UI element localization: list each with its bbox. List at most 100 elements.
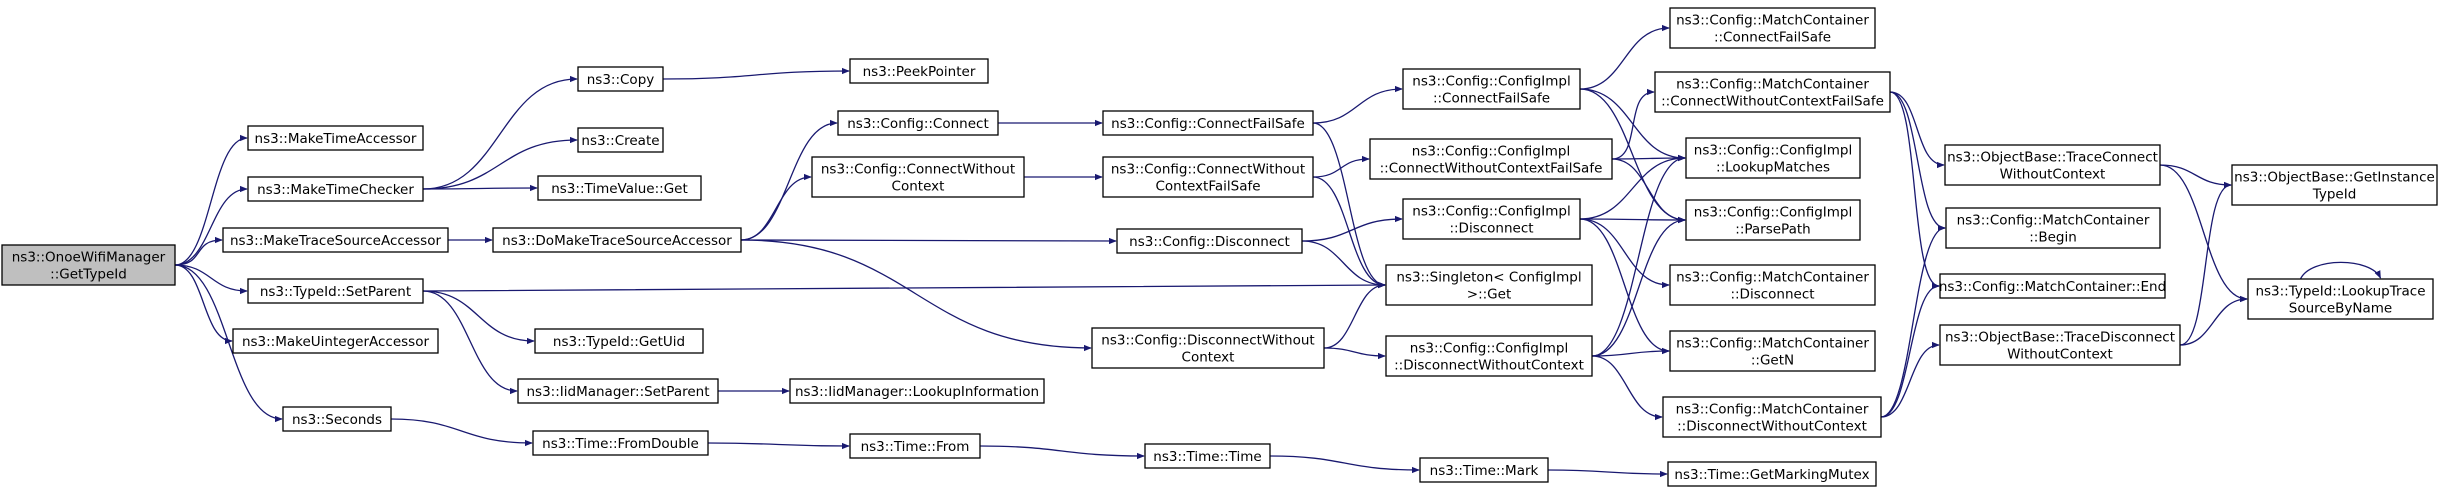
node-box	[534, 328, 704, 354]
call-edge	[1591, 216, 1686, 357]
function-node[interactable]: ns3::ObjectBase::TraceDisconnectWithoutC…	[1939, 324, 2181, 366]
call-edge	[2179, 181, 2232, 346]
function-node[interactable]: ns3::DoMakeTraceSourceAccessor	[492, 227, 742, 253]
function-node[interactable]: ns3::Seconds	[282, 406, 392, 432]
node-box	[811, 156, 1025, 198]
node-label: ns3::Config::MatchContainer	[1676, 336, 1869, 352]
call-edge	[2179, 295, 2248, 346]
function-node[interactable]: ns3::Config::MatchContainer::Disconnect	[1669, 264, 1876, 306]
node-label: ns3::TypeId::SetParent	[260, 284, 411, 300]
call-edge	[1269, 455, 1420, 474]
function-node[interactable]: ns3::Config::ConfigImpl::ParsePath	[1685, 199, 1861, 241]
call-edge	[1547, 469, 1668, 478]
node-label: ns3::OnoeWifiManager	[12, 250, 166, 266]
node-box	[1944, 144, 2161, 186]
node-box	[1685, 137, 1861, 179]
function-node[interactable]: ns3::Copy	[577, 66, 664, 92]
function-node[interactable]: ns3::Config::MatchContainer::End	[1939, 273, 2166, 299]
function-node[interactable]: ns3::Time::GetMarkingMutex	[1667, 461, 1877, 487]
function-node[interactable]: ns3::Config::ConfigImpl::LookupMatches	[1685, 137, 1861, 179]
function-node[interactable]: ns3::Time::From	[849, 433, 981, 459]
node-label: ns3::Config::DisconnectWithout	[1101, 333, 1314, 349]
node-label: ns3::Config::ConfigImpl	[1412, 204, 1570, 220]
node-label: ns3::Config::ConfigImpl	[1410, 341, 1568, 357]
node-box	[232, 328, 439, 354]
node-label: ns3::Config::ConnectWithout	[1111, 162, 1305, 178]
function-node[interactable]: ns3::Config::MatchContainer::GetN	[1669, 330, 1876, 372]
node-box	[1939, 273, 2166, 299]
function-node[interactable]: ns3::Time::Mark	[1419, 457, 1549, 483]
function-node[interactable]: ns3::Config::ConfigImpl::ConnectFailSafe	[1402, 68, 1581, 110]
node-label: ::DisconnectWithoutContext	[1677, 419, 1867, 435]
node-box	[1, 244, 176, 286]
call-edge	[1579, 216, 1686, 224]
node-box	[1662, 396, 1882, 438]
function-node[interactable]: ns3::Config::ConfigImpl::DisconnectWitho…	[1385, 335, 1593, 377]
call-edge	[1889, 91, 1940, 290]
node-label: ns3::Config::ConfigImpl	[1412, 144, 1570, 160]
node-label: ns3::PeekPointer	[863, 64, 976, 80]
function-node[interactable]: ns3::TimeValue::Get	[537, 175, 702, 201]
call-edge	[174, 134, 248, 266]
node-label: ns3::Copy	[587, 72, 655, 88]
function-node[interactable]: ns3::Config::Connect	[837, 110, 999, 136]
call-edge	[1591, 154, 1686, 357]
function-node[interactable]: ns3::MakeTraceSourceAccessor	[222, 227, 449, 253]
function-node[interactable]: ns3::MakeTimeAccessor	[247, 125, 424, 151]
node-label: ns3::IidManager::LookupInformation	[795, 384, 1039, 400]
function-node[interactable]: ns3::Singleton< ConfigImpl >::Get	[1385, 264, 1593, 306]
node-box	[1385, 264, 1593, 306]
node-label: ns3::Config::MatchContainer::End	[1939, 279, 2166, 295]
function-node[interactable]: ns3::MakeUintegerAccessor	[232, 328, 439, 354]
node-box	[1402, 198, 1581, 240]
node-label: ns3::MakeTimeChecker	[257, 182, 414, 198]
function-node[interactable]: ns3::Config::MatchContainer::Begin	[1945, 207, 2161, 249]
function-node[interactable]: ns3::Config::DisconnectWithoutContext	[1091, 327, 1325, 369]
node-label: ns3::TypeId::LookupTrace	[2255, 284, 2425, 300]
node-label: TypeId	[2312, 187, 2357, 203]
function-node[interactable]: ns3::PeekPointer	[849, 58, 989, 84]
call-edge	[979, 445, 1145, 460]
node-box	[1939, 324, 2181, 366]
function-node[interactable]: ns3::Config::MatchContainer::DisconnectW…	[1662, 396, 1882, 438]
call-edge	[174, 264, 233, 345]
node-box	[537, 175, 702, 201]
node-box	[1402, 68, 1581, 110]
function-node[interactable]: ns3::Config::ConfigImpl::Disconnect	[1402, 198, 1581, 240]
node-label: ns3::Config::ConfigImpl	[1694, 143, 1852, 159]
node-box	[282, 406, 392, 432]
call-edge	[174, 185, 248, 266]
node-label: ns3::Config::MatchContainer	[1957, 213, 2150, 229]
node-box	[577, 127, 664, 153]
function-node[interactable]: ns3::Config::ConnectFailSafe	[1102, 110, 1314, 136]
call-edge	[662, 67, 850, 80]
function-node[interactable]: ns3::Create	[577, 127, 664, 153]
function-node[interactable]: ns3::IidManager::LookupInformation	[789, 378, 1045, 404]
node-box	[247, 125, 424, 151]
function-node[interactable]: ns3::Config::Disconnect	[1116, 228, 1303, 254]
function-node[interactable]: ns3::Config::ConnectWithoutContextFailSa…	[1102, 156, 1314, 198]
function-node[interactable]: ns3::TypeId::SetParent	[247, 278, 424, 304]
function-node[interactable]: ns3::Config::ConfigImpl::ConnectWithoutC…	[1369, 138, 1613, 180]
function-node[interactable]: ns3::Config::MatchContainer::ConnectWith…	[1654, 71, 1891, 113]
node-label: ns3::Seconds	[292, 412, 382, 428]
node-label: ns3::TimeValue::Get	[551, 181, 688, 197]
node-box	[222, 227, 449, 253]
function-node[interactable]: ns3::ObjectBase::TraceConnectWithoutCont…	[1944, 144, 2161, 186]
function-node[interactable]: ns3::Time::FromDouble	[532, 430, 709, 456]
call-edge	[1579, 24, 1670, 90]
function-node[interactable]: ns3::Config::MatchContainer::ConnectFail…	[1669, 7, 1876, 49]
node-label: ns3::Time::FromDouble	[542, 436, 699, 452]
call-edge	[422, 184, 538, 192]
node-label: ns3::Config::Disconnect	[1129, 234, 1290, 250]
root-function-node[interactable]: ns3::OnoeWifiManager::GetTypeId	[1, 244, 176, 286]
node-label: ns3::Config::MatchContainer	[1676, 77, 1869, 93]
function-node[interactable]: ns3::Time::Time	[1144, 443, 1271, 469]
function-node[interactable]: ns3::TypeId::GetUid	[534, 328, 704, 354]
function-node[interactable]: ns3::IidManager::SetParent	[517, 378, 719, 404]
function-node[interactable]: ns3::MakeTimeChecker	[247, 176, 424, 202]
function-node[interactable]: ns3::Config::ConnectWithoutContext	[811, 156, 1025, 198]
call-edge	[1591, 355, 1663, 421]
